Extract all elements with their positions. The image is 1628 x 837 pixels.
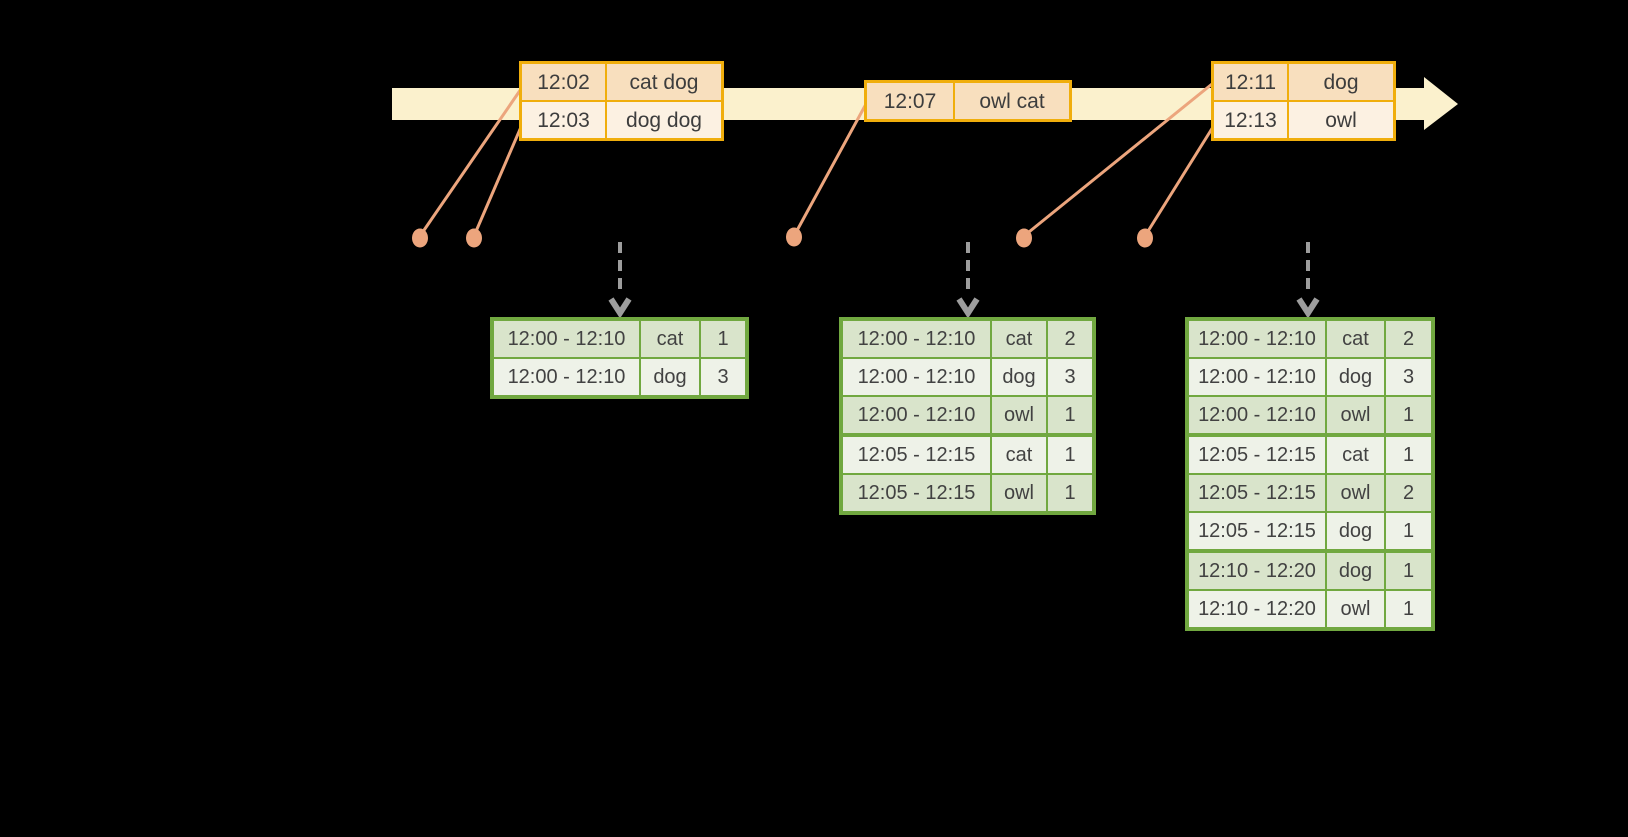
event-time-cell: 12:11 xyxy=(1214,64,1287,100)
event-time-cell: 12:03 xyxy=(522,102,605,138)
event-connector-line xyxy=(1143,126,1215,237)
count-cell: 3 xyxy=(701,359,745,395)
window-cell: 12:10 - 12:20 xyxy=(1189,591,1325,627)
window-group: 12:05 - 12:15 cat 1 12:05 - 12:15 owl 2 … xyxy=(1189,437,1431,549)
window-cell: 12:10 - 12:20 xyxy=(1189,553,1325,589)
count-cell: 1 xyxy=(1048,475,1092,511)
word-cell: cat xyxy=(641,321,699,357)
word-cell: owl xyxy=(992,397,1046,433)
event-connector-line xyxy=(472,126,523,237)
window-group: 12:05 - 12:15 cat 1 12:05 - 12:15 owl 1 xyxy=(843,437,1092,511)
count-cell: 1 xyxy=(1386,437,1431,473)
window-cell: 12:00 - 12:10 xyxy=(843,397,990,433)
word-cell: dog xyxy=(1327,553,1384,589)
count-cell: 2 xyxy=(1048,321,1092,357)
window-cell: 12:00 - 12:10 xyxy=(843,359,990,395)
event-words-cell: dog xyxy=(1289,64,1393,100)
result-table-3: 12:00 - 12:10 cat 2 12:00 - 12:10 dog 3 … xyxy=(1185,317,1435,631)
word-cell: owl xyxy=(1327,397,1384,433)
trigger-arrowhead-icon xyxy=(956,297,980,319)
window-cell: 12:00 - 12:10 xyxy=(1189,359,1325,395)
window-group: 12:10 - 12:20 dog 1 12:10 - 12:20 owl 1 xyxy=(1189,553,1431,627)
event-time-cell: 12:07 xyxy=(867,83,953,119)
event-dot xyxy=(466,228,482,248)
window-group: 12:00 - 12:10 cat 2 12:00 - 12:10 dog 3 … xyxy=(843,321,1092,433)
event-table-1: 12:02 cat dog 12:03 dog dog xyxy=(519,61,724,141)
count-cell: 2 xyxy=(1386,475,1431,511)
window-cell: 12:00 - 12:10 xyxy=(494,321,639,357)
event-connector-line xyxy=(418,88,523,237)
window-cell: 12:00 - 12:10 xyxy=(1189,397,1325,433)
event-connector-line xyxy=(1023,82,1213,238)
result-table-2: 12:00 - 12:10 cat 2 12:00 - 12:10 dog 3 … xyxy=(839,317,1096,515)
count-cell: 1 xyxy=(1386,553,1431,589)
word-cell: dog xyxy=(1327,513,1384,549)
event-time-cell: 12:02 xyxy=(522,64,605,100)
window-cell: 12:05 - 12:15 xyxy=(843,437,990,473)
window-cell: 12:05 - 12:15 xyxy=(1189,513,1325,549)
word-cell: cat xyxy=(992,437,1046,473)
window-cell: 12:00 - 12:10 xyxy=(494,359,639,395)
word-cell: owl xyxy=(1327,591,1384,627)
count-cell: 2 xyxy=(1386,321,1431,357)
window-cell: 12:05 - 12:15 xyxy=(1189,437,1325,473)
window-cell: 12:05 - 12:15 xyxy=(1189,475,1325,511)
event-dot xyxy=(412,228,428,248)
event-dot xyxy=(1016,228,1032,248)
word-cell: cat xyxy=(992,321,1046,357)
result-table-1: 12:00 - 12:10 cat 1 12:00 - 12:10 dog 3 xyxy=(490,317,749,399)
word-cell: cat xyxy=(1327,437,1384,473)
event-words-cell: cat dog xyxy=(607,64,721,100)
count-cell: 1 xyxy=(1386,513,1431,549)
trigger-arrow xyxy=(956,242,980,319)
trigger-arrow xyxy=(1296,242,1320,319)
count-cell: 1 xyxy=(1048,397,1092,433)
window-cell: 12:00 - 12:10 xyxy=(1189,321,1325,357)
event-time-cell: 12:13 xyxy=(1214,102,1287,138)
event-words-cell: dog dog xyxy=(607,102,721,138)
count-cell: 1 xyxy=(1386,591,1431,627)
window-cell: 12:00 - 12:10 xyxy=(843,321,990,357)
word-cell: dog xyxy=(641,359,699,395)
event-table-2: 12:07 owl cat xyxy=(864,80,1072,122)
count-cell: 3 xyxy=(1048,359,1092,395)
word-cell: dog xyxy=(1327,359,1384,395)
trigger-arrowhead-icon xyxy=(1296,297,1320,319)
word-cell: dog xyxy=(992,359,1046,395)
event-dot xyxy=(786,227,802,247)
count-cell: 3 xyxy=(1386,359,1431,395)
event-table-3: 12:11 dog 12:13 owl xyxy=(1211,61,1396,141)
window-group: 12:00 - 12:10 cat 1 12:00 - 12:10 dog 3 xyxy=(494,321,745,395)
window-cell: 12:05 - 12:15 xyxy=(843,475,990,511)
count-cell: 1 xyxy=(1048,437,1092,473)
word-cell: owl xyxy=(1327,475,1384,511)
word-cell: owl xyxy=(992,475,1046,511)
event-words-cell: owl xyxy=(1289,102,1393,138)
trigger-arrow xyxy=(608,242,632,319)
event-connector-line xyxy=(792,103,868,237)
event-dot xyxy=(1137,228,1153,248)
word-cell: cat xyxy=(1327,321,1384,357)
trigger-arrowhead-icon xyxy=(608,297,632,319)
count-cell: 1 xyxy=(701,321,745,357)
count-cell: 1 xyxy=(1386,397,1431,433)
window-group: 12:00 - 12:10 cat 2 12:00 - 12:10 dog 3 … xyxy=(1189,321,1431,433)
event-words-cell: owl cat xyxy=(955,83,1069,119)
